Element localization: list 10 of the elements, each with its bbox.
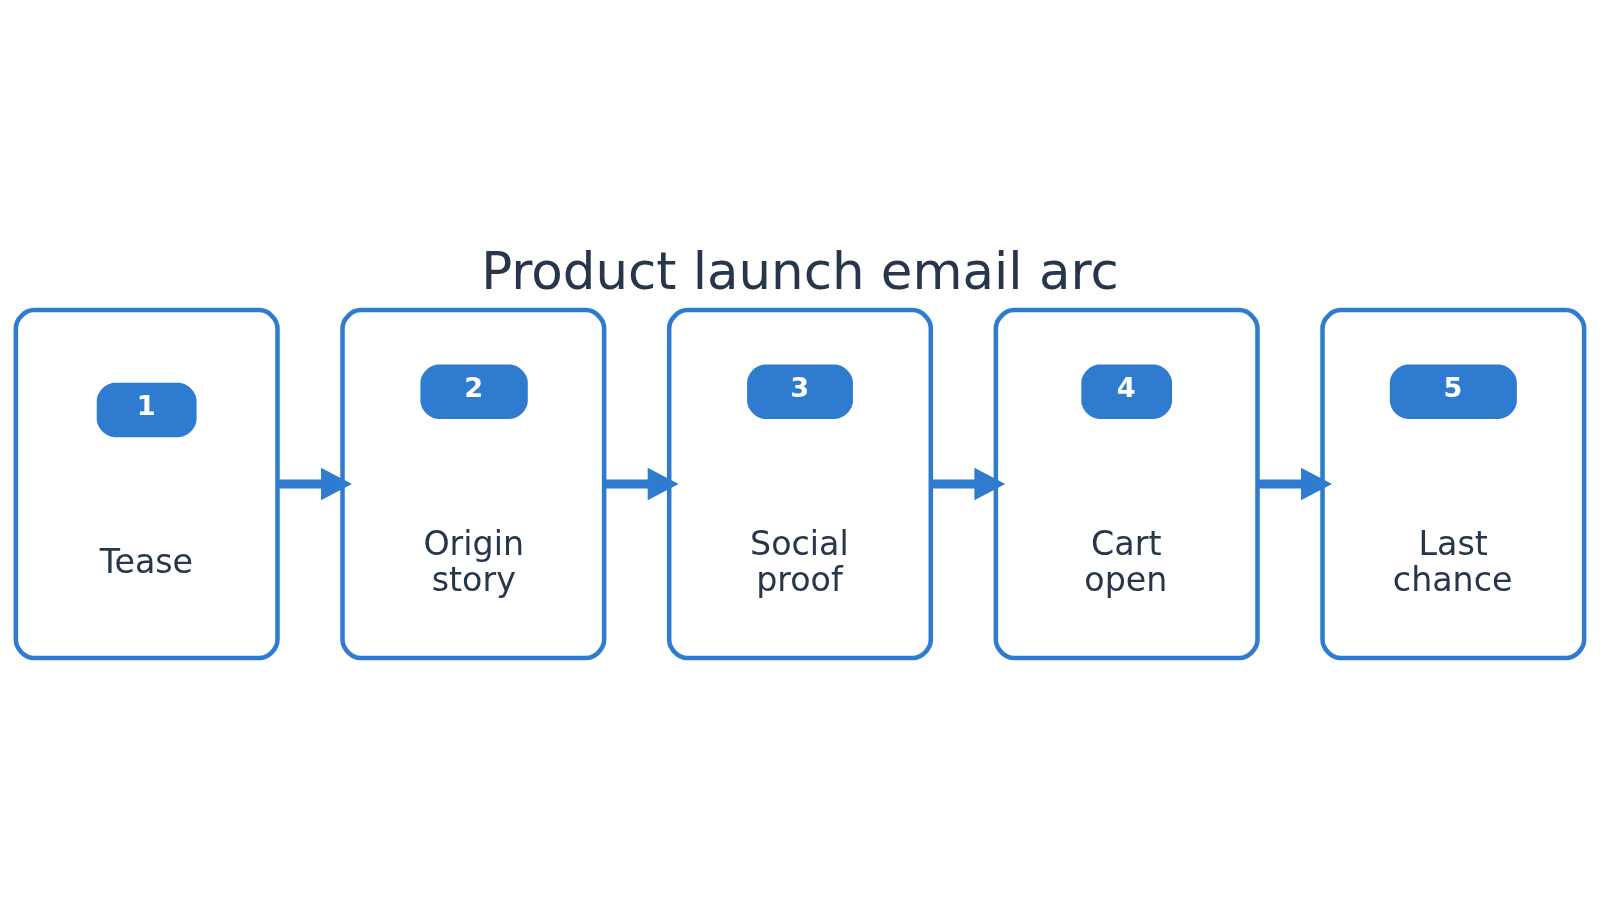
arrow bbox=[930, 467, 1006, 501]
arrow bbox=[277, 467, 352, 501]
arrow bbox=[1257, 467, 1332, 501]
node-box: 5 Last chance bbox=[1320, 307, 1587, 661]
node-box: 3 Social proof bbox=[666, 307, 934, 661]
node-box: 1 Tease bbox=[13, 307, 280, 661]
node-box: 2 Origin story bbox=[340, 307, 607, 661]
arrow bbox=[604, 467, 679, 501]
diagram-title: Product launch email arc bbox=[481, 241, 1119, 302]
node-box: 4 Cart open bbox=[993, 307, 1260, 661]
